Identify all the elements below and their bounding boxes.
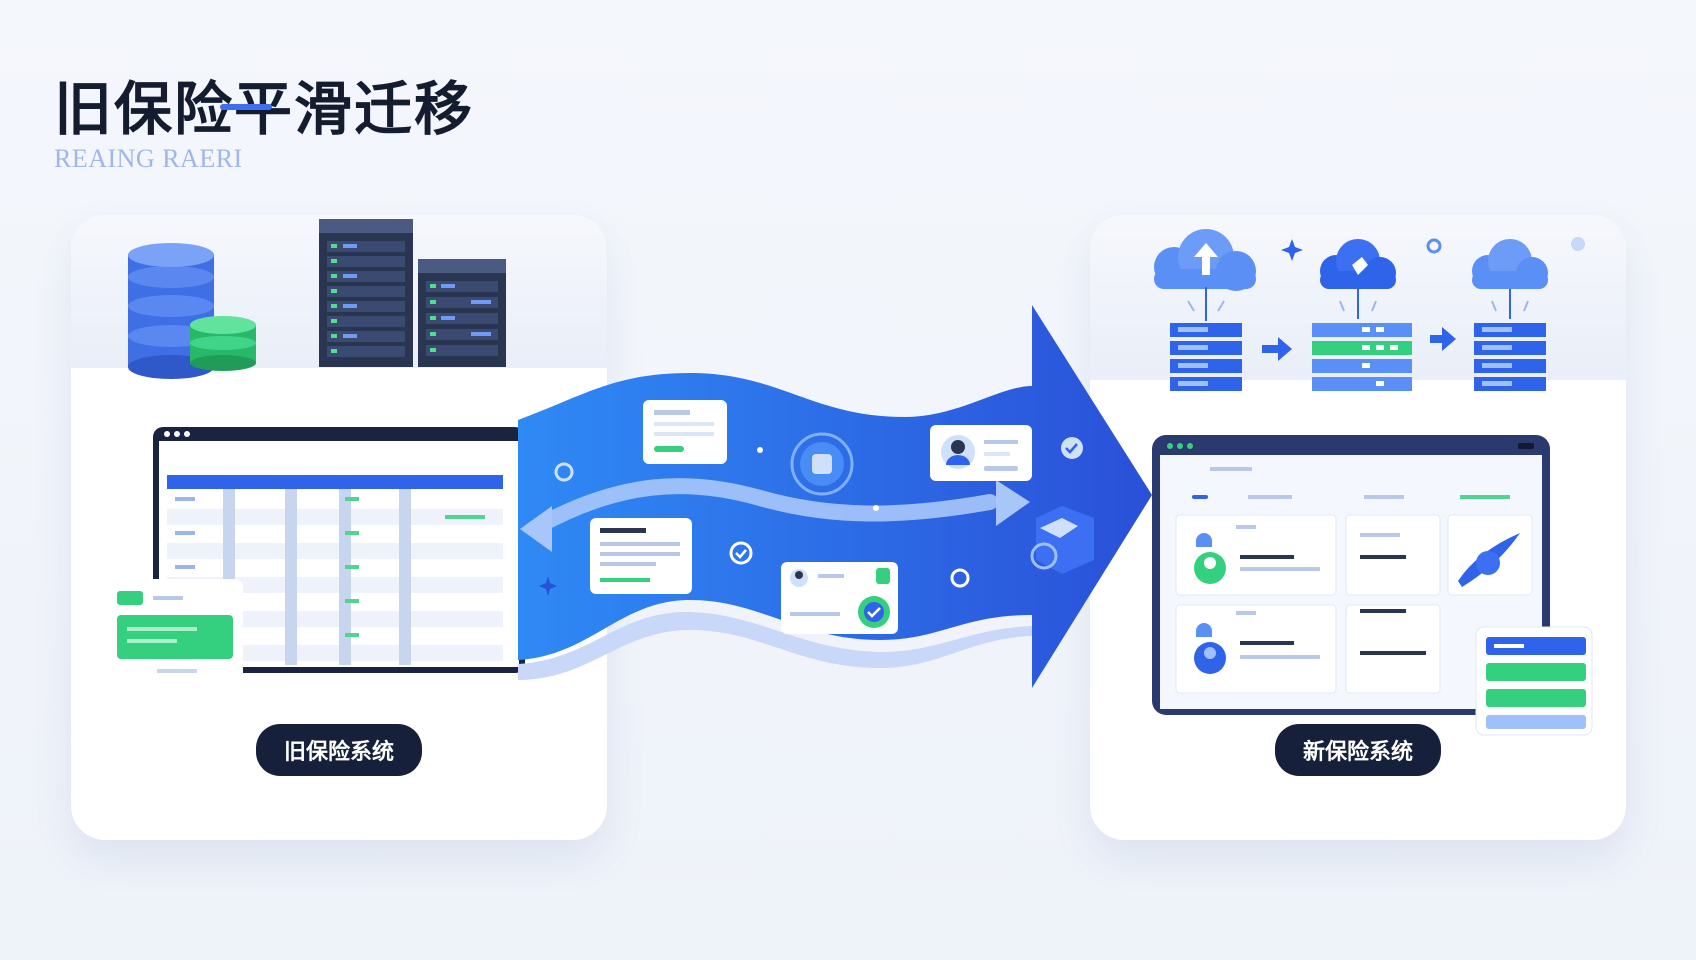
dot-decoration: [1571, 237, 1585, 251]
sparkle-icon: [1281, 239, 1303, 261]
legacy-system-label: 旧保险系统: [255, 724, 423, 776]
check-circle-icon: [729, 541, 753, 565]
package-box-icon: [1030, 506, 1094, 574]
server-rack-icon-small: [418, 259, 506, 367]
migration-wave-shadow: [518, 611, 1032, 680]
modern-system-label: 新保险系统: [1274, 724, 1442, 776]
ring-decoration: [554, 462, 574, 482]
dot-decoration: [757, 447, 763, 453]
server-rack-icon: [319, 219, 413, 367]
cloud-server-stack: [1170, 323, 1242, 391]
people-icon: [1196, 533, 1212, 547]
legacy-table: [167, 475, 503, 665]
green-database-icon: [190, 316, 256, 371]
dashboard-header-row: [1192, 495, 1510, 499]
modern-dashboard-monitor: [1152, 435, 1550, 715]
profile-card-bottom: [781, 562, 898, 634]
profile-card-top: [930, 425, 1032, 481]
data-card-top: [643, 400, 727, 464]
page-subtitle: REAING RAERI: [54, 144, 243, 173]
arrow-right-icon-2: [1430, 327, 1456, 351]
cloud-server-stack-center: [1312, 323, 1412, 391]
cloud-server-stack-right: [1474, 323, 1546, 391]
sync-arrowhead-right: [996, 480, 1030, 526]
legacy-monitor: [153, 427, 525, 673]
arrow-right-icon: [1262, 337, 1292, 361]
title-accent: [220, 104, 272, 110]
modern-list-card: [1475, 626, 1593, 736]
data-card-middle: [590, 518, 692, 594]
database-icon: [128, 243, 214, 379]
sparkle-icon: [539, 576, 557, 596]
security-shield-icon: [790, 432, 854, 496]
sync-arrow-icon: [527, 478, 998, 536]
cloud-icon: [1154, 229, 1256, 321]
cloud-icon-center: [1320, 239, 1396, 319]
ring-decoration: [950, 568, 970, 588]
legacy-data-card: [107, 579, 243, 693]
ring-decoration: [1426, 238, 1442, 254]
dot-decoration: [873, 505, 879, 511]
people-icon-2: [1196, 623, 1212, 637]
sync-arrowhead-left: [520, 506, 552, 552]
legacy-illustration: [107, 219, 525, 693]
modern-illustration: [1152, 229, 1593, 736]
modern-system-panel: 新保险系统: [1090, 215, 1626, 840]
legacy-system-panel: 旧保险系统: [71, 215, 607, 840]
cloud-icon-right: [1472, 239, 1548, 319]
